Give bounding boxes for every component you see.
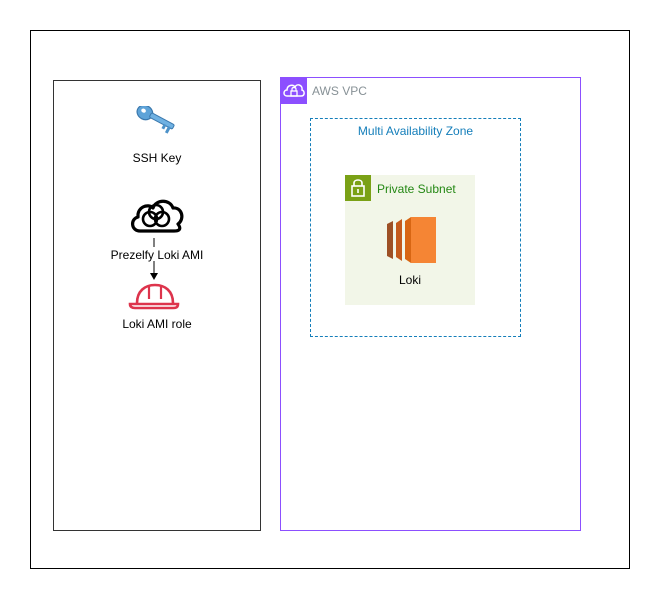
availability-zone-group	[310, 118, 521, 337]
left-panel	[53, 80, 261, 531]
private-subnet-label: Private Subnet	[377, 182, 456, 196]
key-icon	[136, 106, 175, 134]
role-label: Loki AMI role	[122, 317, 192, 331]
cloud-lock-icon	[283, 84, 305, 97]
subnet-badge	[345, 175, 371, 201]
availability-zone-label: Multi Availability Zone	[357, 124, 474, 138]
vpc-group	[280, 77, 581, 531]
vpc-badge	[280, 77, 307, 104]
hard-hat-icon	[128, 283, 180, 310]
ami-label: Prezelfy Loki AMI	[110, 248, 204, 262]
vpc-label: AWS VPC	[312, 84, 367, 98]
padlock-icon	[351, 179, 365, 197]
ami-to-role-arrow	[150, 238, 158, 280]
ssh-key-label: SSH Key	[132, 151, 182, 165]
cloud-icon	[131, 199, 184, 233]
diagram-frame	[30, 30, 630, 569]
instance-label: Loki	[398, 273, 421, 287]
ec2-instance-icon	[387, 217, 436, 263]
